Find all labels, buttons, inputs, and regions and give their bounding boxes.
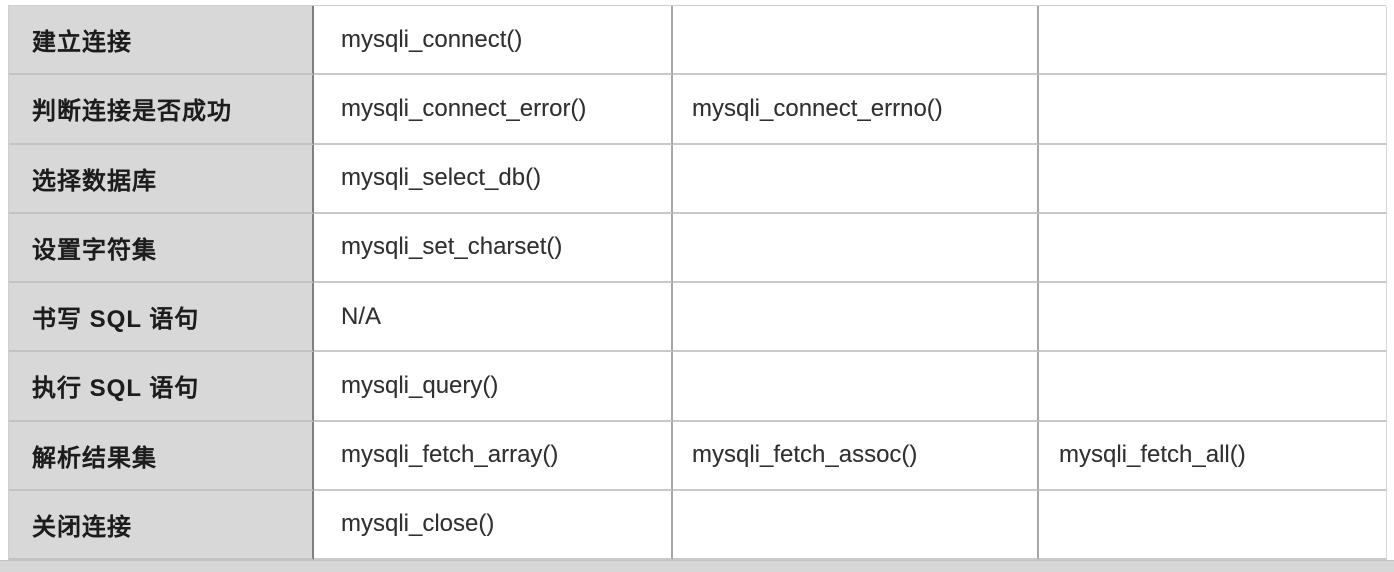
- step-label-cell: 关闭连接: [9, 490, 314, 560]
- function-cell: [673, 6, 1039, 76]
- function-cell: [1039, 6, 1387, 76]
- function-cell: [1039, 213, 1387, 283]
- step-label-cell: 选择数据库: [9, 144, 314, 214]
- step-label-cell: 判断连接是否成功: [9, 75, 314, 145]
- function-cell: mysqli_close(): [314, 490, 673, 560]
- step-label-cell: 书写 SQL 语句: [9, 283, 314, 353]
- function-cell: [673, 490, 1039, 560]
- function-cell: mysqli_query(): [314, 352, 673, 422]
- function-cell: [1039, 352, 1387, 422]
- function-cell: mysqli_connect(): [314, 6, 673, 76]
- step-label-cell: 建立连接: [9, 6, 314, 76]
- function-cell: [1039, 490, 1387, 560]
- function-cell: [673, 352, 1039, 422]
- function-cell: mysqli_fetch_all(): [1039, 421, 1387, 491]
- function-cell: mysqli_fetch_assoc(): [673, 421, 1039, 491]
- step-label-cell: 解析结果集: [9, 421, 314, 491]
- function-cell: mysqli_select_db(): [314, 144, 673, 214]
- step-label-cell: 执行 SQL 语句: [9, 352, 314, 422]
- step-label-cell: 设置字符集: [9, 213, 314, 283]
- function-cell: mysqli_connect_error(): [314, 75, 673, 145]
- mysqli-functions-table: 建立连接 mysqli_connect() 判断连接是否成功 mysqli_co…: [8, 5, 1387, 560]
- function-cell: [1039, 283, 1387, 353]
- function-cell: [673, 283, 1039, 353]
- bottom-edge-band: [0, 560, 1394, 572]
- function-cell: [1039, 75, 1387, 145]
- function-cell: [1039, 144, 1387, 214]
- function-cell: [673, 213, 1039, 283]
- function-cell: N/A: [314, 283, 673, 353]
- function-cell: mysqli_set_charset(): [314, 213, 673, 283]
- function-cell: mysqli_fetch_array(): [314, 421, 673, 491]
- function-cell: mysqli_connect_errno(): [673, 75, 1039, 145]
- function-cell: [673, 144, 1039, 214]
